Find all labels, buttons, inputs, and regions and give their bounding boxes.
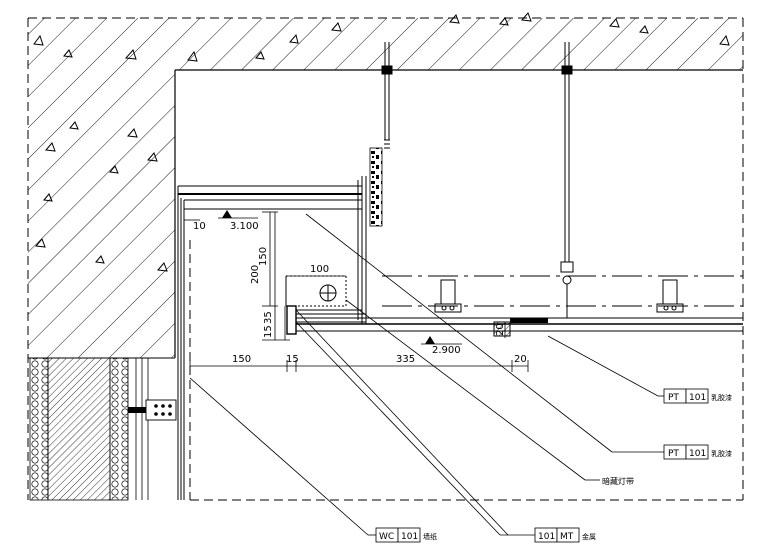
callout-desc: 暗藏灯带 — [602, 476, 634, 486]
callout-code2: 101 — [401, 532, 418, 542]
dim-20-small: 20 — [495, 323, 506, 336]
callout-code1: 101 — [538, 532, 555, 542]
elevation-marker-lower: 2.900 — [421, 336, 462, 356]
main-channel — [382, 275, 743, 313]
metal-trim — [286, 305, 366, 335]
dimension-labels: 10 150 200 100 35 15 150 15 335 20 20 — [193, 221, 527, 365]
timber-blocking — [369, 147, 383, 227]
dim-150-horizontal: 150 — [232, 354, 251, 365]
concrete-slab — [175, 12, 743, 71]
callout-code1: WC — [379, 532, 394, 542]
concrete-column — [28, 18, 176, 358]
dim-10: 10 — [193, 221, 206, 232]
cove-light-fixture — [285, 275, 347, 307]
wall-anchor — [128, 399, 177, 421]
elevation-marker-upper: 3.100 — [218, 210, 259, 232]
callout-pt101-lower: PT 101 乳胶漆 — [663, 444, 732, 460]
wall-finish — [177, 195, 185, 500]
elevation-lower-label: 2.900 — [432, 345, 461, 356]
wall-insulation — [28, 357, 175, 501]
callout-code1: PT — [668, 449, 679, 459]
elevation-upper-label: 3.100 — [230, 221, 259, 232]
callout-desc: 金属 — [582, 532, 596, 541]
dim-200: 200 — [250, 265, 261, 284]
hanger-rods — [381, 42, 574, 318]
callout-pt101-upper: PT 101 乳胶漆 — [663, 388, 732, 404]
dimension-lines — [184, 211, 529, 372]
callout-wc101: WC 101 墙纸 — [375, 527, 437, 543]
cove-vertical-board — [357, 176, 367, 324]
callout-desc: 乳胶漆 — [711, 449, 732, 458]
dim-150-vertical: 150 — [258, 247, 269, 266]
dim-15-vertical: 15 — [263, 325, 274, 338]
upper-ceiling-board — [177, 185, 362, 210]
leader-lines — [189, 213, 664, 536]
callout-code2: 101 — [689, 393, 706, 403]
dim-15-horizontal: 15 — [286, 354, 299, 365]
callout-hidden-light: 暗藏灯带 — [602, 476, 634, 486]
dim-100: 100 — [310, 264, 329, 275]
callout-desc: 乳胶漆 — [711, 393, 732, 402]
lower-ceiling-board — [296, 317, 743, 337]
callout-code2: MT — [560, 532, 574, 542]
callout-desc: 墙纸 — [423, 532, 437, 541]
dim-20-bottom: 20 — [514, 354, 527, 365]
callout-code2: 101 — [689, 449, 706, 459]
callout-code1: PT — [668, 393, 679, 403]
dim-35: 35 — [263, 311, 274, 324]
dim-335: 335 — [396, 354, 415, 365]
callout-101mt: 101 MT 金属 — [534, 527, 596, 543]
